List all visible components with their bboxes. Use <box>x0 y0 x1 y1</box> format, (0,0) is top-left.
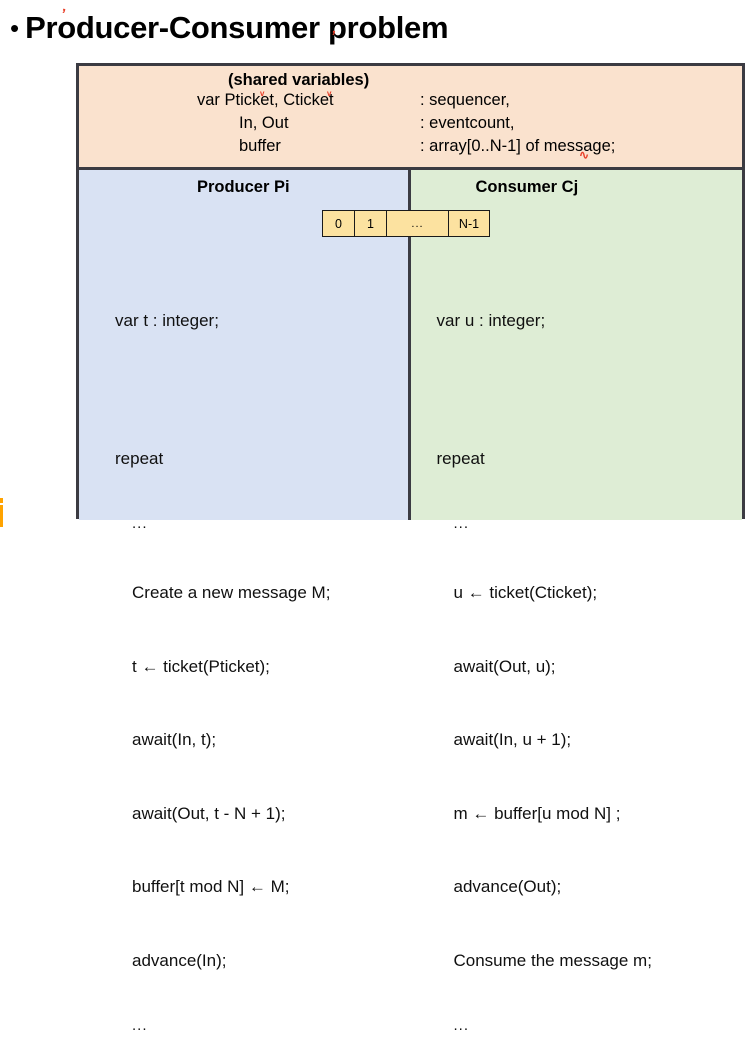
code-line: await(Out, t - N + 1); <box>132 803 286 823</box>
consumer-code-block: var u : integer; repeat ... u ← ticket(C… <box>437 260 652 1062</box>
code-line: Create a new message M; <box>132 583 331 602</box>
code-line: u ← ticket(Cticket); <box>453 583 598 602</box>
buffer-cell: 0 <box>323 211 355 236</box>
code-line-ellipsis: ... <box>132 515 148 532</box>
code-line: m ← buffer[u mod N] ; <box>453 803 621 823</box>
producer-consumer-table: (shared variables) var Pticket, Cticket … <box>76 63 745 1033</box>
code-line: buffer[t mod N] ← M; <box>132 877 290 896</box>
consumer-heading: Consumer Cj <box>475 178 579 196</box>
buffer-array-diagram: 0 1 ... N-1 <box>322 210 490 237</box>
buffer-cell: N-1 <box>449 211 489 236</box>
code-line-blank <box>437 383 652 398</box>
code-line: repeat <box>436 448 485 468</box>
shared-variable-type: : eventcount, <box>420 114 515 132</box>
producer-code-block: var t : integer; repeat ... Create a new… <box>115 260 330 1062</box>
shared-variable-name: buffer <box>239 137 281 155</box>
code-line: t ← ticket(Pticket); <box>132 656 270 676</box>
shared-variables-section: (shared variables) var Pticket, Cticket … <box>79 66 742 170</box>
shared-variable-name: var Pticket, Cticket <box>197 91 334 109</box>
title-bullet-icon: • <box>10 13 20 43</box>
page-title: • Producer-Consumer problem <box>10 8 449 48</box>
code-line: Consume the message m; <box>453 950 652 970</box>
code-line: await(In, u + 1); <box>453 730 572 749</box>
shared-variable-type: : array[0..N-1] of message; <box>420 137 616 155</box>
shared-variable-name: In, Out <box>239 114 289 132</box>
edge-marker-icon <box>0 505 3 527</box>
code-line: var t : integer; <box>115 311 219 330</box>
edge-marker-icon <box>0 498 3 503</box>
code-line: await(In, t); <box>132 730 217 749</box>
page-title-text: Producer-Consumer problem <box>25 10 449 45</box>
shared-variables-heading: (shared variables) <box>228 71 370 89</box>
code-line-ellipsis: ... <box>132 1017 148 1034</box>
buffer-cell-ellipsis: ... <box>387 211 449 236</box>
code-line: advance(Out); <box>453 877 562 896</box>
code-line: advance(In); <box>132 950 227 970</box>
code-line: await(Out, u); <box>453 656 556 676</box>
code-line-blank <box>115 383 330 398</box>
code-line: var u : integer; <box>436 311 546 330</box>
shared-variable-type: : sequencer, <box>420 91 510 109</box>
code-line-ellipsis: ... <box>453 1017 470 1034</box>
code-line-ellipsis: ... <box>453 515 470 532</box>
buffer-cell: 1 <box>355 211 387 236</box>
code-line: repeat <box>115 448 164 468</box>
producer-heading: Producer Pi <box>196 178 290 196</box>
